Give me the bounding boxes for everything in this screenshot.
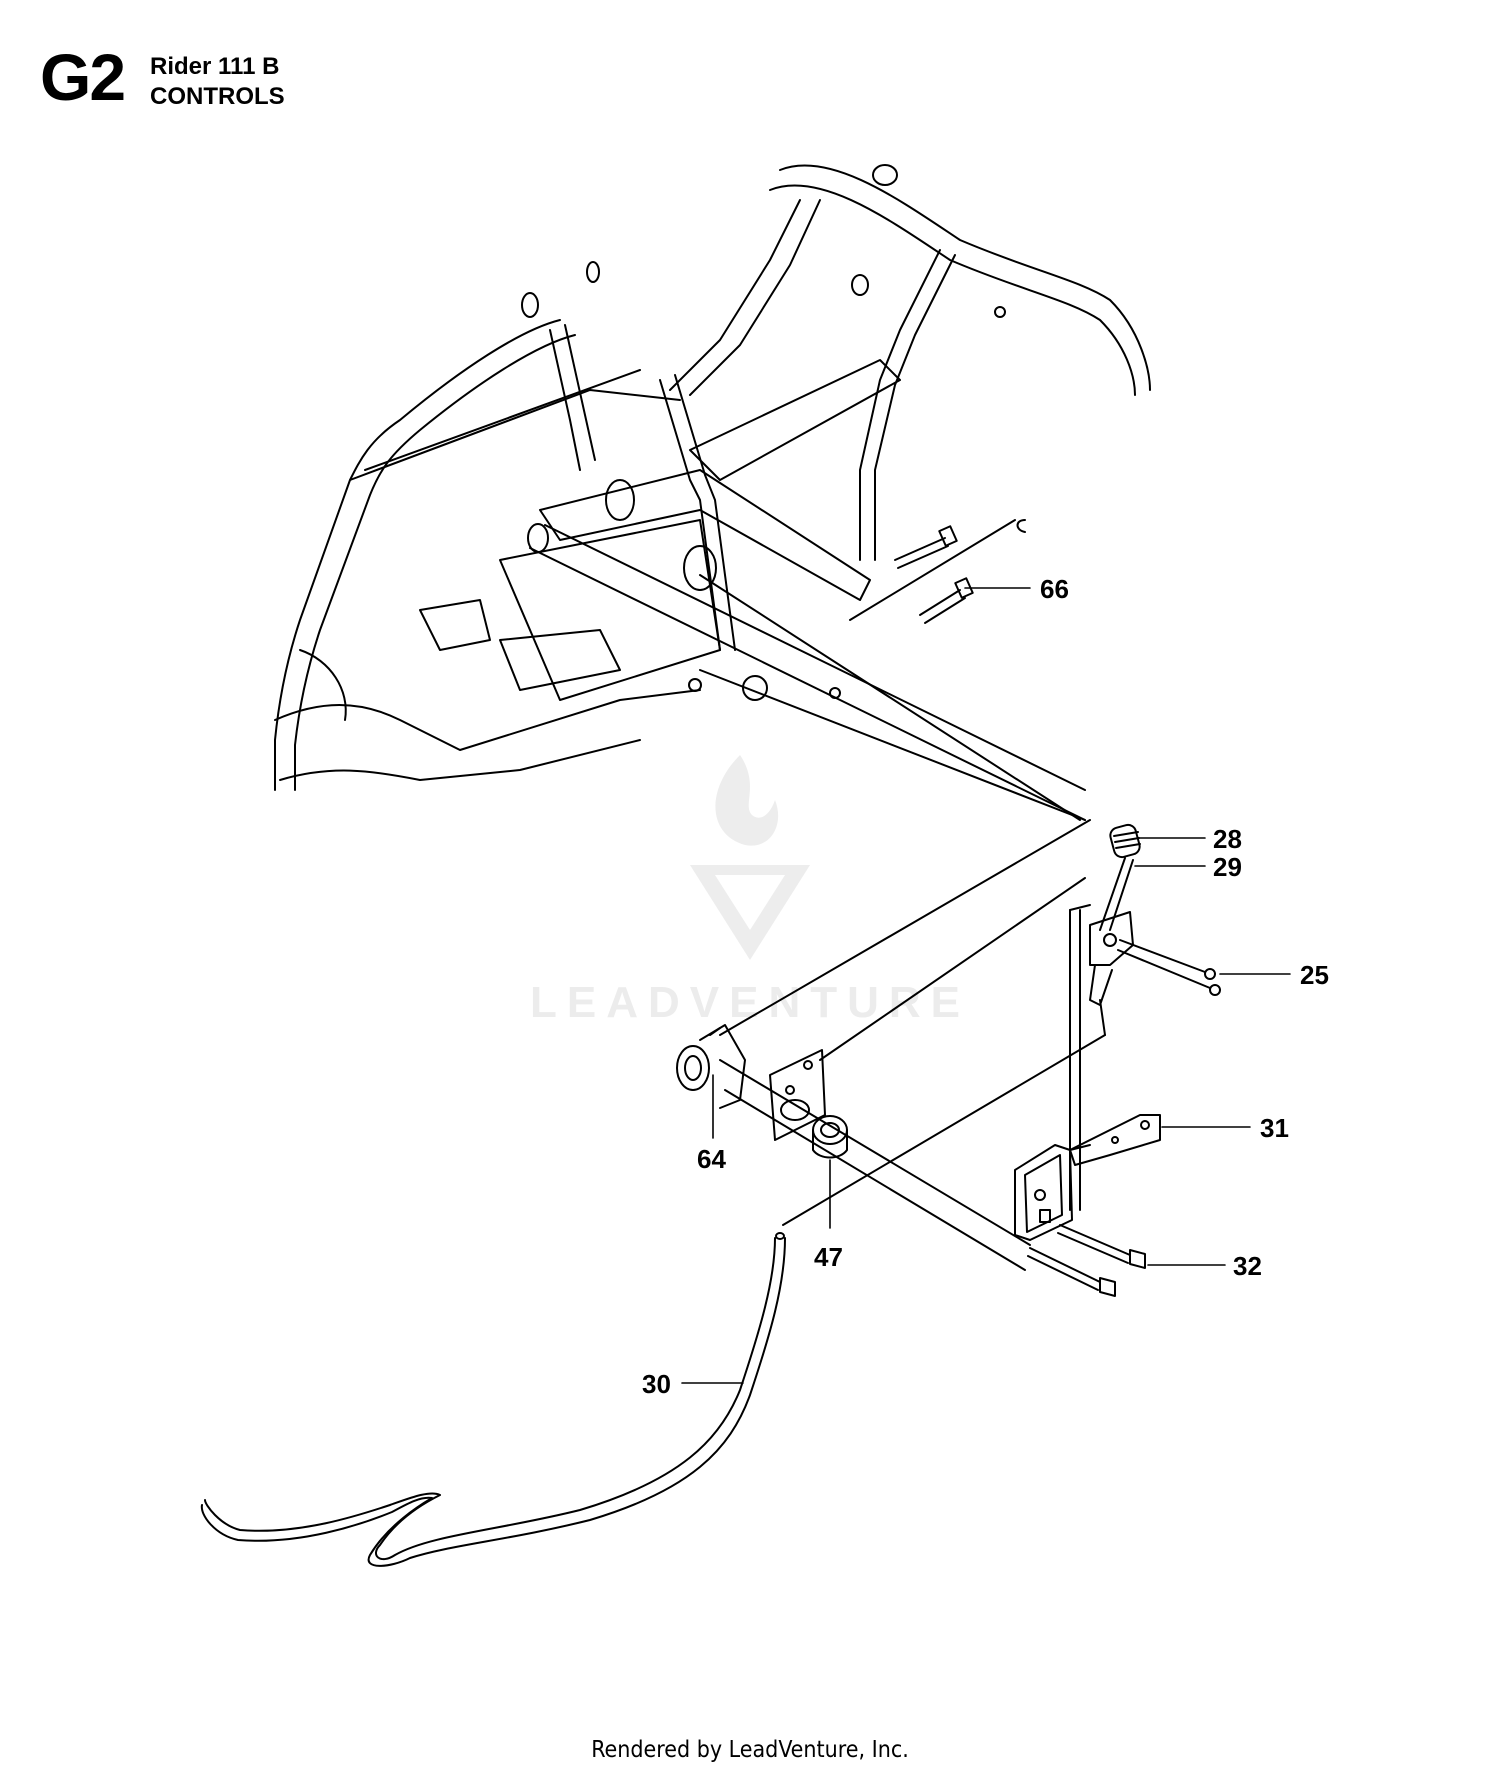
lever-29 [1090,858,1133,1005]
model-name: Rider 111 B [150,53,280,80]
bracket-31 [1070,1115,1160,1165]
callout-66[interactable]: 66 [1040,574,1069,604]
bolt-32-lower [1028,1248,1115,1296]
lower-bracket [1015,1145,1090,1240]
lever-guide-plate [1070,905,1090,1210]
bolt-66-upper [895,526,957,568]
tractor-frame [275,165,1150,820]
watermark-text: LEADVENTURE [529,978,971,1027]
callout-47[interactable]: 47 [814,1242,843,1272]
section-title: CONTROLS [150,83,285,110]
callout-30[interactable]: 30 [642,1369,671,1399]
screw-25-lower [1118,950,1220,995]
callout-28[interactable]: 28 [1213,824,1242,854]
footer-credit: Rendered by LeadVenture, Inc. [591,1737,909,1763]
callout-64[interactable]: 64 [697,1144,726,1174]
section-code: G2 [40,40,126,114]
bolt-66-lower [920,578,973,623]
watermark-logo-icon [690,755,810,960]
lever-knob-28 [1109,823,1142,859]
bushing-47 [813,1116,847,1158]
callout-29[interactable]: 29 [1213,852,1242,882]
control-shaft-64 [677,820,1090,1270]
throttle-cable-30 [202,1000,1105,1566]
callout-leaders [682,588,1290,1383]
screw-25-upper [1120,940,1215,979]
callout-25[interactable]: 25 [1300,960,1329,990]
callout-32[interactable]: 32 [1233,1251,1262,1281]
bolt-32-upper [1058,1225,1145,1268]
callout-31[interactable]: 31 [1260,1113,1289,1143]
